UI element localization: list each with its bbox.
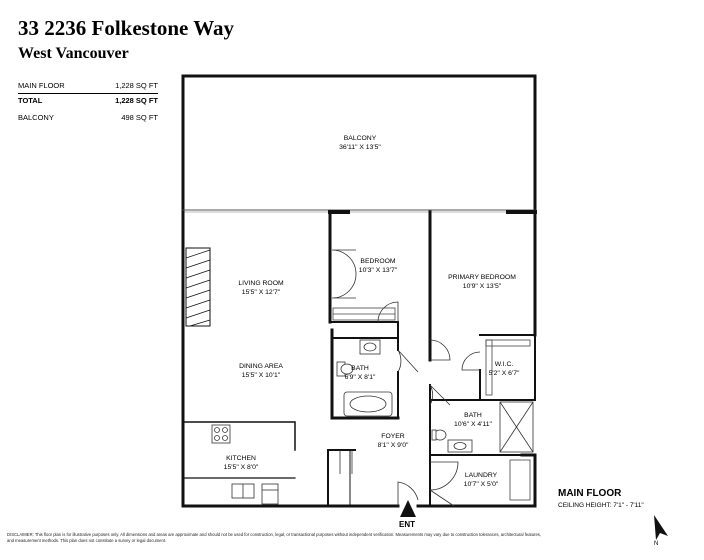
area-row-total: TOTAL 1,228 SQ FT [18, 93, 158, 108]
door-foyer-closet-icon [339, 450, 353, 474]
room-name: DINING AREA [239, 363, 283, 370]
door-bedroom-icon [377, 301, 399, 323]
area-value: 498 SQ FT [121, 113, 158, 122]
north-arrow-icon [654, 515, 668, 540]
wic-shelf [485, 339, 531, 347]
area-label: BALCONY [18, 113, 54, 122]
disclaimer-text: DISCLAIMER: This floor plan is for illus… [7, 532, 542, 543]
area-row-balcony: BALCONY 498 SQ FT [18, 111, 158, 125]
room-bath-2: BATH 10'6" X 4'11" [454, 411, 492, 429]
room-dimensions: 15'5" X 10'1" [241, 372, 281, 379]
room-dimensions: 10'6" X 4'11" [454, 421, 492, 428]
area-summary-table: MAIN FLOOR 1,228 SQ FT TOTAL 1,228 SQ FT… [18, 79, 158, 125]
room-living-room: LIVING ROOM 15'5" X 12'7" [238, 279, 283, 297]
area-value: 1,228 SQ FT [115, 96, 158, 105]
door-laundry-closet-icon [429, 489, 455, 507]
room-wic: W.I.C. 5'2" X 6'7" [489, 360, 520, 378]
room-balcony: BALCONY 36'11" X 13'5" [339, 134, 381, 152]
room-bath-1: BATH 6'9" X 8'1" [345, 364, 376, 382]
room-name: LIVING ROOM [238, 280, 284, 287]
laundry-washer [509, 459, 531, 501]
door-wic-icon [461, 351, 481, 371]
room-name: BATH [351, 365, 369, 372]
door-primary-bedroom-icon [429, 339, 451, 361]
door-bedroom-closet-icon [331, 249, 357, 275]
room-kitchen: KITCHEN 15'5" X 8'0" [224, 454, 259, 472]
room-dimensions: 5'2" X 6'7" [488, 370, 520, 377]
door-laundry-icon [429, 461, 459, 491]
property-address-title: 33 2236 Folkestone Way [18, 16, 235, 40]
balcony-railing [181, 74, 537, 212]
floor-title: MAIN FLOOR [558, 488, 622, 499]
room-dimensions: 10'7" X 5'0" [463, 481, 499, 488]
room-primary-bedroom: PRIMARY BEDROOM 10'9" X 13'5" [448, 273, 516, 291]
room-dimensions: 6'9" X 8'1" [344, 374, 376, 381]
room-foyer: FOYER 8'1" X 9'0" [378, 432, 409, 450]
room-name: W.I.C. [494, 361, 514, 368]
door-swings [331, 249, 481, 507]
room-name: BEDROOM [360, 258, 396, 265]
room-name: BALCONY [343, 135, 377, 142]
entry-arrow-icon [400, 500, 416, 517]
room-name: KITCHEN [226, 455, 256, 462]
area-label: TOTAL [18, 96, 43, 105]
room-laundry: LAUNDRY 10'7" X 5'0" [464, 471, 499, 489]
door-bath1-icon [397, 349, 419, 373]
room-dimensions: 8'1" X 9'0" [377, 442, 409, 449]
area-row-main-floor: MAIN FLOOR 1,228 SQ FT [18, 79, 158, 93]
cooktop-icon [211, 424, 231, 444]
room-dining-area: DINING AREA 15'5" X 10'1" [239, 362, 283, 380]
room-name: PRIMARY BEDROOM [448, 274, 516, 281]
north-label: N [654, 541, 659, 547]
door-entry-icon [397, 481, 419, 506]
room-name: BATH [464, 412, 482, 419]
room-name: FOYER [381, 433, 405, 440]
property-city-subtitle: West Vancouver [18, 45, 129, 62]
room-name: LAUNDRY [464, 472, 498, 479]
fireplace-icon [185, 247, 211, 327]
kitchen-counter [182, 421, 296, 451]
ceiling-height: CEILING HEIGHT: 7'1" - 7'11" [558, 502, 644, 509]
room-dimensions: 10'3" X 13'7" [358, 267, 398, 274]
exterior-wall-left [181, 210, 330, 508]
room-bedroom: BEDROOM 10'3" X 13'7" [359, 257, 397, 275]
room-dimensions: 15'5" X 8'0" [223, 464, 259, 471]
entrance-label: ENT [399, 520, 415, 529]
area-label: MAIN FLOOR [18, 81, 65, 90]
door-bath2-icon [429, 384, 451, 406]
area-value: 1,228 SQ FT [115, 81, 158, 90]
refrigerator-icon [261, 483, 279, 505]
room-dimensions: 15'5" X 12'7" [241, 289, 281, 296]
room-dimensions: 10'9" X 13'5" [462, 283, 502, 290]
room-dimensions: 36'11" X 13'5" [339, 144, 381, 151]
